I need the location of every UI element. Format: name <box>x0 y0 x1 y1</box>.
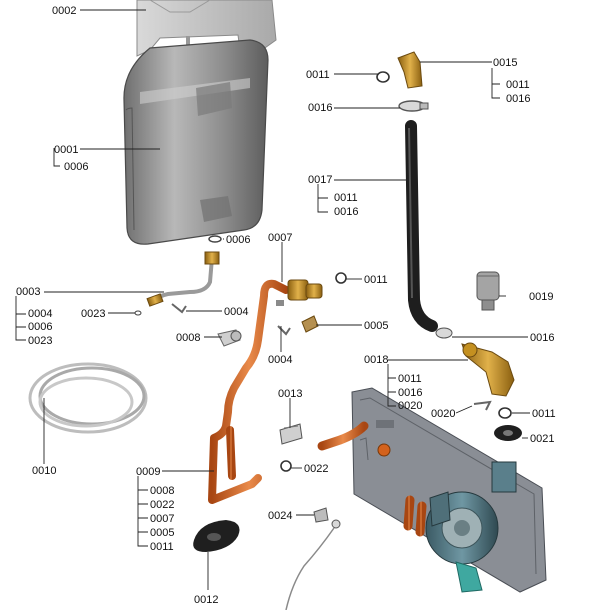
label-0003: 0003 <box>16 286 41 298</box>
part-0024-sensor <box>285 507 341 610</box>
label-0004-b: 0004 <box>268 354 293 366</box>
label-0022: 0022 <box>304 463 329 475</box>
part-0018-valve-body <box>461 342 515 397</box>
part-0020-clip <box>473 400 492 411</box>
label-0009-sub-0007: 0007 <box>150 513 175 525</box>
label-0018-sub-0016: 0016 <box>398 387 423 399</box>
part-0016-clip-b <box>435 327 453 339</box>
label-0011-b: 0011 <box>306 69 330 81</box>
label-0012: 0012 <box>194 594 219 606</box>
label-0018-sub-0011: 0011 <box>398 373 422 385</box>
label-0019: 0019 <box>529 291 554 303</box>
label-0013: 0013 <box>278 388 303 400</box>
part-frame-assembly <box>351 387 547 593</box>
label-0002: 0002 <box>52 5 77 17</box>
label-0005: 0005 <box>364 320 389 332</box>
part-0006-oring <box>208 235 222 243</box>
label-0009-sub-0011: 0011 <box>150 541 174 553</box>
label-0007: 0007 <box>268 232 293 244</box>
part-copper-inlet <box>317 421 427 537</box>
part-0023-seal <box>134 310 142 316</box>
label-0009: 0009 <box>136 466 161 478</box>
label-0023: 0023 <box>81 308 106 320</box>
label-0008: 0008 <box>176 332 201 344</box>
part-0005-fitting <box>301 315 319 333</box>
part-0011-oring-d <box>498 407 512 419</box>
part-0004-clip-b <box>277 325 291 336</box>
label-0015-sub-0011: 0011 <box>506 79 530 91</box>
part-0010-coiled-tube <box>28 362 148 434</box>
part-0003-flex-pipe <box>146 251 220 307</box>
label-0003-sub-0006: 0006 <box>28 321 53 333</box>
leader-lines <box>15 9 530 590</box>
label-0006: 0006 <box>226 234 251 246</box>
label-0024: 0024 <box>268 510 293 522</box>
label-0011-a: 0011 <box>364 274 388 286</box>
label-0001: 0001 <box>54 144 79 156</box>
label-0001-sub-0006: 0006 <box>64 161 89 173</box>
part-0009-copper-pipe <box>208 279 290 504</box>
part-0013-clamp <box>279 423 303 445</box>
label-0021: 0021 <box>530 433 555 445</box>
label-0015: 0015 <box>493 57 518 69</box>
part-0017-hose <box>405 120 438 332</box>
part-0011-oring-b <box>376 71 390 83</box>
label-0009-sub-0022: 0022 <box>150 499 175 511</box>
label-0020: 0020 <box>431 408 456 420</box>
part-0004-clip-a <box>171 303 187 314</box>
part-pump-assembly <box>425 461 517 593</box>
label-0015-sub-0016: 0016 <box>506 93 531 105</box>
label-0010: 0010 <box>32 465 57 477</box>
label-0009-sub-0008: 0008 <box>150 485 175 497</box>
label-0018-sub-0020: 0020 <box>398 400 423 412</box>
label-0017-sub-0016: 0016 <box>334 206 359 218</box>
part-0021-seal <box>494 425 522 441</box>
label-0016-a: 0016 <box>308 102 333 114</box>
label-0017: 0017 <box>308 174 333 186</box>
label-0011-d: 0011 <box>532 408 556 420</box>
part-0022-oring <box>280 460 292 472</box>
part-0012-gasket <box>193 520 240 552</box>
part-0016-clip-a <box>398 100 429 112</box>
part-0007-valve-assembly <box>276 279 323 306</box>
label-0017-sub-0011: 0011 <box>334 192 358 204</box>
part-0001-expansion-vessel <box>123 39 269 245</box>
label-0018: 0018 <box>364 354 389 366</box>
label-0009-sub-0005: 0005 <box>150 527 175 539</box>
part-0011-oring-a <box>335 272 347 284</box>
label-0016-b: 0016 <box>530 332 555 344</box>
label-0003-sub-0023: 0023 <box>28 335 53 347</box>
label-0003-sub-0004: 0004 <box>28 308 53 320</box>
part-0015-elbow <box>397 51 423 89</box>
label-0004-a: 0004 <box>224 306 249 318</box>
part-frame-fitting <box>377 443 391 457</box>
part-0019-air-vent <box>476 271 500 311</box>
part-0008-fitting <box>217 329 242 347</box>
